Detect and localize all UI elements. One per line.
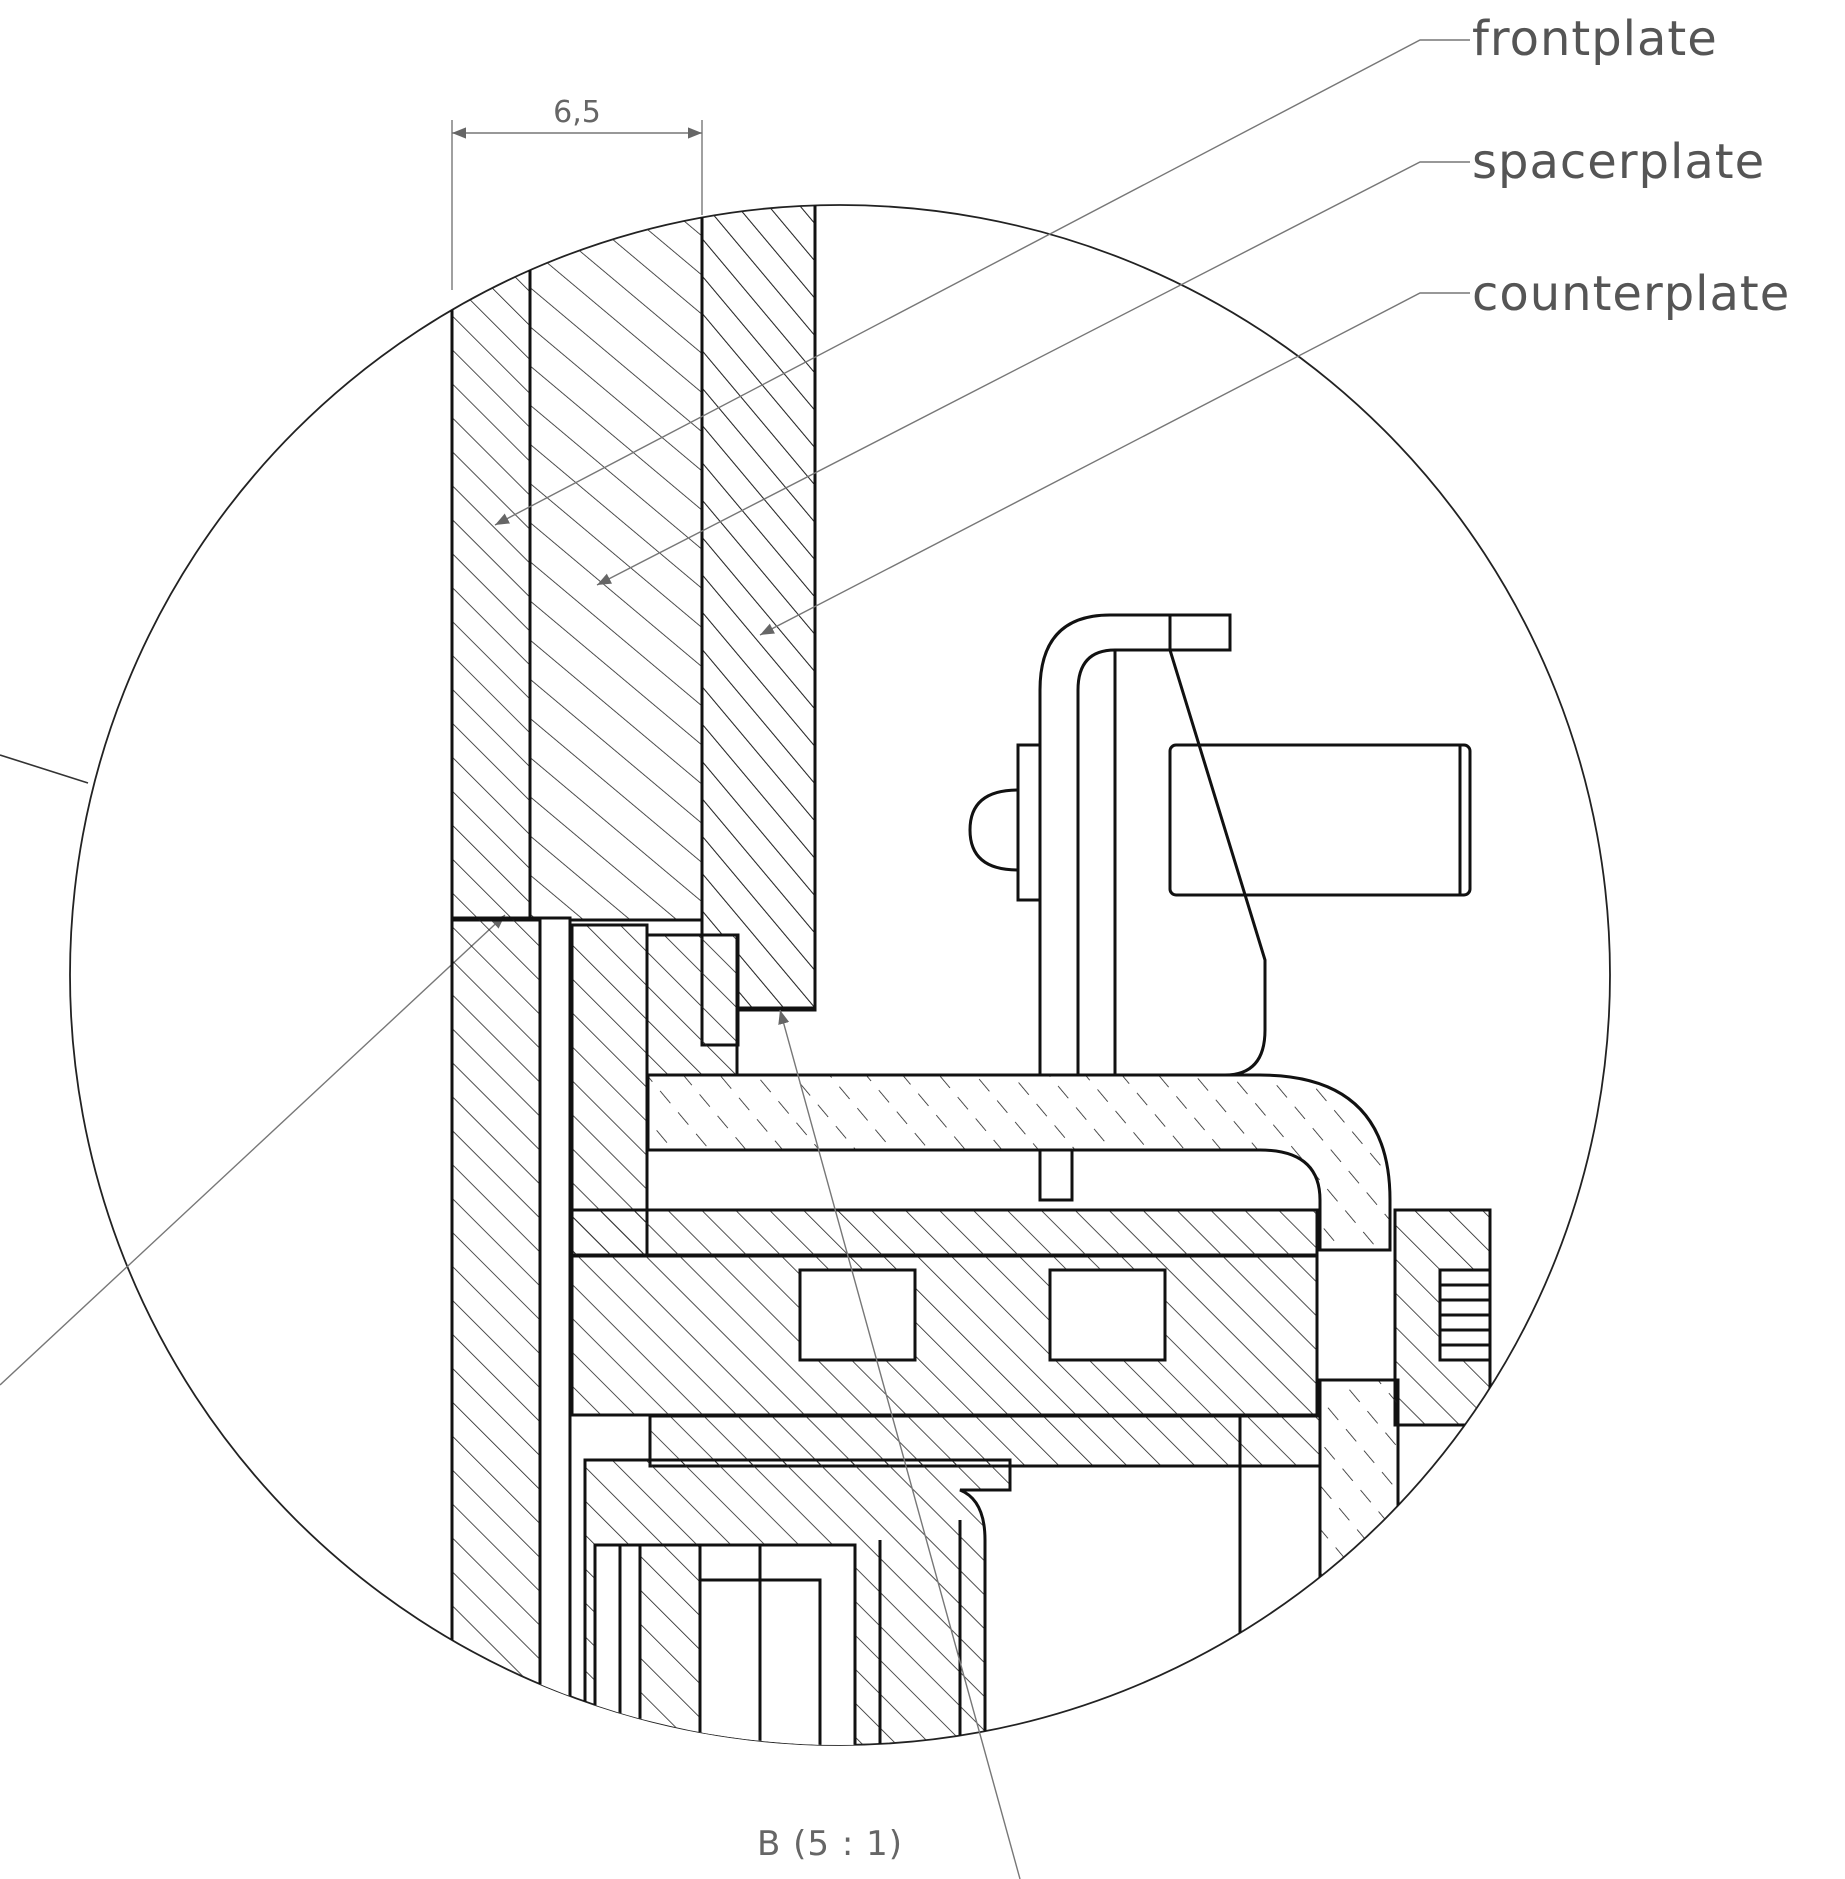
view-label: B (5 : 1) <box>757 1824 903 1864</box>
dimension-value: 6,5 <box>553 95 601 130</box>
callout-frontplate: frontplate <box>1472 11 1718 67</box>
detail-leader-left <box>0 754 89 784</box>
callout-spacerplate: spacerplate <box>1472 134 1765 190</box>
callout-leaders <box>494 39 1470 1879</box>
callout-counterplate: counterplate <box>1472 266 1790 322</box>
dimension-6-5: 6,5 <box>451 95 703 290</box>
lower-plate-section <box>450 916 542 1745</box>
latch-assembly <box>968 613 1472 1202</box>
detail-leader-left-lower <box>0 914 506 1386</box>
bracket-section <box>646 1073 1392 1252</box>
frontplate-section <box>450 205 532 922</box>
body-section <box>570 923 649 1257</box>
central-bar-section <box>570 1253 1319 1417</box>
pin <box>1168 743 1472 897</box>
spacerplate-section <box>528 205 704 922</box>
